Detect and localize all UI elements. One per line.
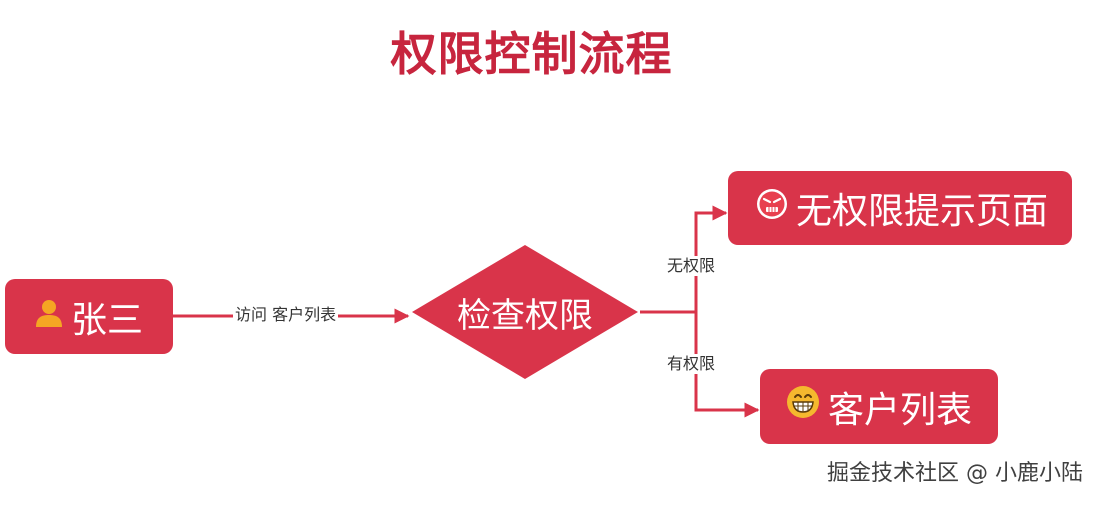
grinning-face-icon <box>786 385 820 428</box>
edge-label-no-permission: 无权限 <box>665 256 718 276</box>
node-customer-list: 客户列表 <box>760 369 998 444</box>
node-user: 张三 <box>5 279 173 354</box>
edge-check-to-yes <box>694 312 760 418</box>
user-icon <box>35 296 63 337</box>
node-check-permission: 检查权限 <box>410 243 640 381</box>
edge-label-visit: 访问 客户列表 <box>233 305 339 325</box>
edge-check-to-no <box>694 205 728 312</box>
decision-diamond <box>412 245 638 379</box>
node-no-permission-page: 无权限提示页面 <box>728 171 1072 245</box>
node-no-permission-label: 无权限提示页面 <box>795 191 1048 232</box>
node-user-label: 张三 <box>70 299 143 341</box>
page-title: 权限控制流程 <box>390 27 673 81</box>
node-customer-list-label: 客户列表 <box>827 389 972 431</box>
node-check-label: 检查权限 <box>457 295 593 336</box>
angry-face-icon <box>756 188 788 229</box>
watermark: 掘金技术社区 @ 小鹿小陆 <box>827 461 1083 486</box>
edge-label-has-permission: 有权限 <box>665 354 718 374</box>
